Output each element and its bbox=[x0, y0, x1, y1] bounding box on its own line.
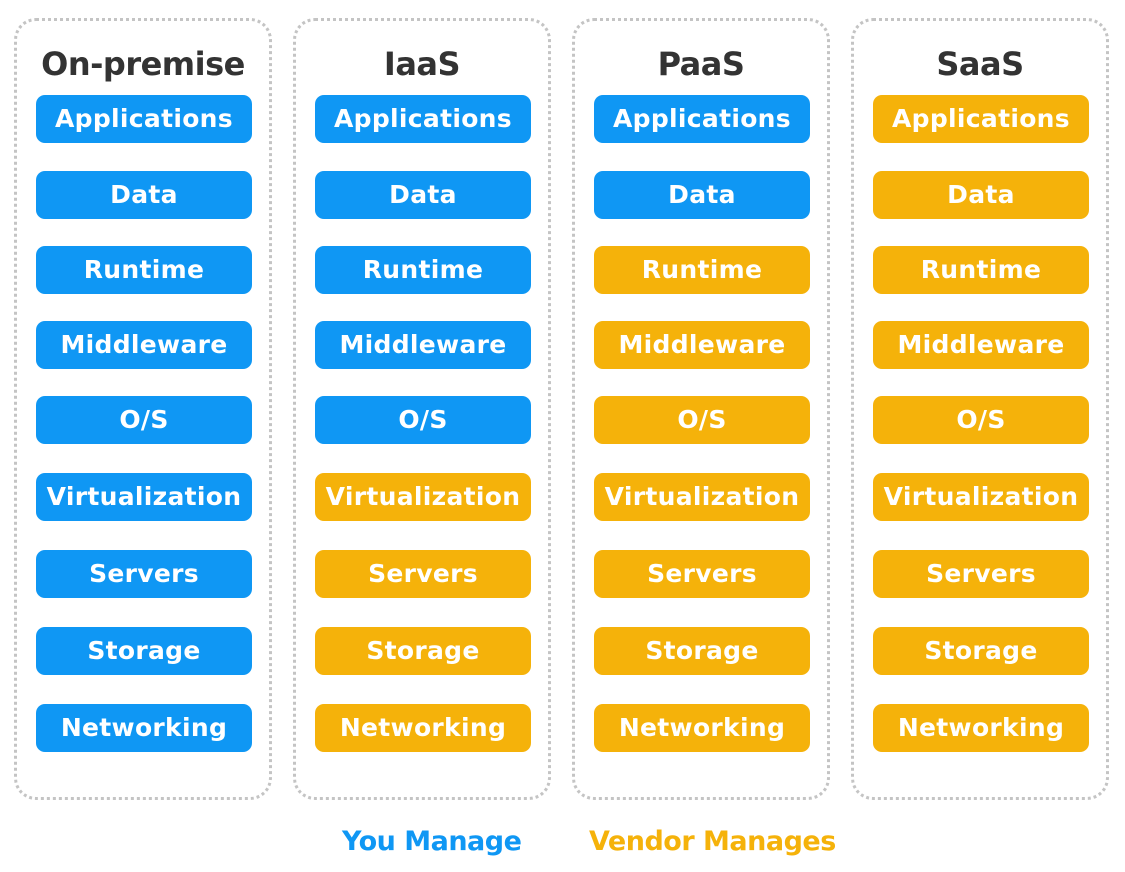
layer-data: Data bbox=[36, 171, 252, 219]
layer-middleware: Middleware bbox=[315, 321, 531, 369]
layer-middleware: Middleware bbox=[873, 321, 1089, 369]
layer-o-s: O/S bbox=[594, 396, 810, 444]
layer-networking: Networking bbox=[36, 704, 252, 752]
layer-runtime: Runtime bbox=[36, 246, 252, 294]
layer-virtualization: Virtualization bbox=[873, 473, 1089, 521]
layer-storage: Storage bbox=[594, 627, 810, 675]
layer-runtime: Runtime bbox=[594, 246, 810, 294]
layer-data: Data bbox=[873, 171, 1089, 219]
layer-o-s: O/S bbox=[873, 396, 1089, 444]
legend-you-manage: You Manage bbox=[342, 826, 522, 857]
column-title: PaaS bbox=[657, 45, 745, 83]
layer-networking: Networking bbox=[315, 704, 531, 752]
layer-networking: Networking bbox=[594, 704, 810, 752]
layer-servers: Servers bbox=[36, 550, 252, 598]
layer-servers: Servers bbox=[873, 550, 1089, 598]
layer-data: Data bbox=[315, 171, 531, 219]
layer-data: Data bbox=[594, 171, 810, 219]
layer-applications: Applications bbox=[315, 95, 531, 143]
column-title: On-premise bbox=[41, 45, 245, 83]
layer-applications: Applications bbox=[36, 95, 252, 143]
legend-vendor-manages: Vendor Manages bbox=[589, 826, 836, 857]
layer-applications: Applications bbox=[873, 95, 1089, 143]
column-title: IaaS bbox=[383, 45, 461, 83]
layer-storage: Storage bbox=[36, 627, 252, 675]
layer-storage: Storage bbox=[315, 627, 531, 675]
layer-servers: Servers bbox=[594, 550, 810, 598]
layer-runtime: Runtime bbox=[315, 246, 531, 294]
layer-virtualization: Virtualization bbox=[36, 473, 252, 521]
layer-storage: Storage bbox=[873, 627, 1089, 675]
column-title: SaaS bbox=[936, 45, 1024, 83]
layer-virtualization: Virtualization bbox=[594, 473, 810, 521]
layer-middleware: Middleware bbox=[36, 321, 252, 369]
layer-virtualization: Virtualization bbox=[315, 473, 531, 521]
layer-middleware: Middleware bbox=[594, 321, 810, 369]
layer-o-s: O/S bbox=[315, 396, 531, 444]
layer-o-s: O/S bbox=[36, 396, 252, 444]
layer-applications: Applications bbox=[594, 95, 810, 143]
layer-servers: Servers bbox=[315, 550, 531, 598]
layer-runtime: Runtime bbox=[873, 246, 1089, 294]
layer-networking: Networking bbox=[873, 704, 1089, 752]
